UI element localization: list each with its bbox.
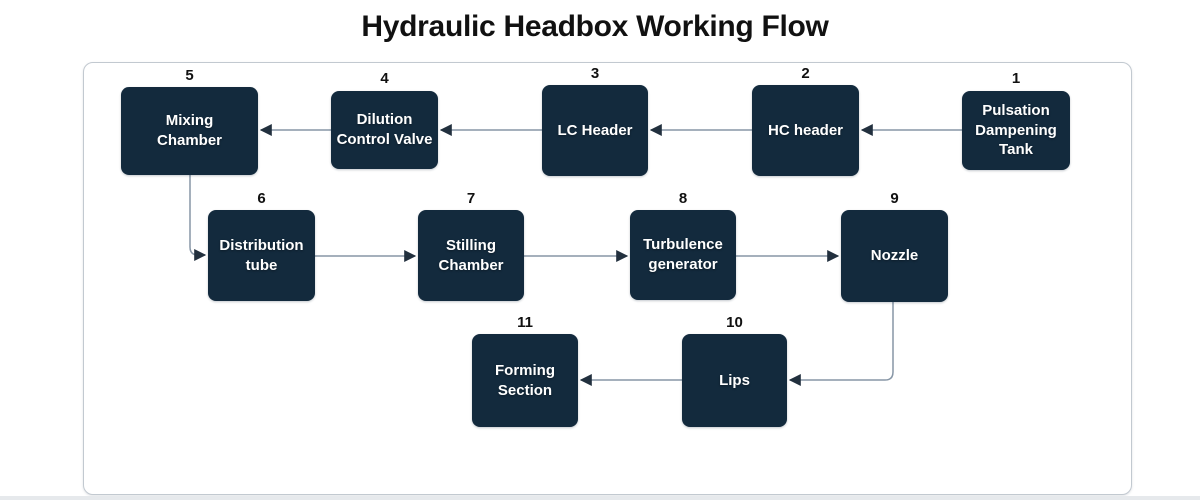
- node-nozzle: Nozzle: [841, 210, 948, 302]
- node-stilling-chamber: Stilling Chamber: [418, 210, 524, 301]
- step-number-9: 9: [890, 190, 899, 207]
- page-bottom-edge: [0, 496, 1200, 500]
- node-distribution-tube: Distribution tube: [208, 210, 315, 301]
- node-lips: Lips: [682, 334, 787, 427]
- node-lc-header: LC Header: [542, 85, 648, 176]
- diagram-title: Hydraulic Headbox Working Flow: [361, 10, 829, 43]
- step-number-3: 3: [590, 65, 600, 82]
- step-number-5: 5: [185, 67, 194, 84]
- step-number-8: 8: [678, 190, 688, 207]
- step-number-4: 4: [380, 70, 389, 87]
- step-number-10: 10: [726, 314, 743, 331]
- node-pulsation-dampening-tank: Pulsation Dampening Tank: [962, 91, 1070, 170]
- node-forming-section: Forming Section: [472, 334, 578, 427]
- node-mixing-chamber: Mixing Chamber: [121, 87, 258, 175]
- node-dilution-control-valve: Dilution Control Valve: [331, 91, 438, 169]
- step-number-2: 2: [801, 65, 810, 82]
- node-turbulence-generator: Turbulence generator: [630, 210, 736, 300]
- step-number-11: 11: [517, 314, 533, 331]
- step-number-6: 6: [257, 190, 266, 207]
- step-number-7: 7: [466, 190, 476, 207]
- step-number-1: 1: [1011, 70, 1021, 87]
- node-hc-header: HC header: [752, 85, 859, 176]
